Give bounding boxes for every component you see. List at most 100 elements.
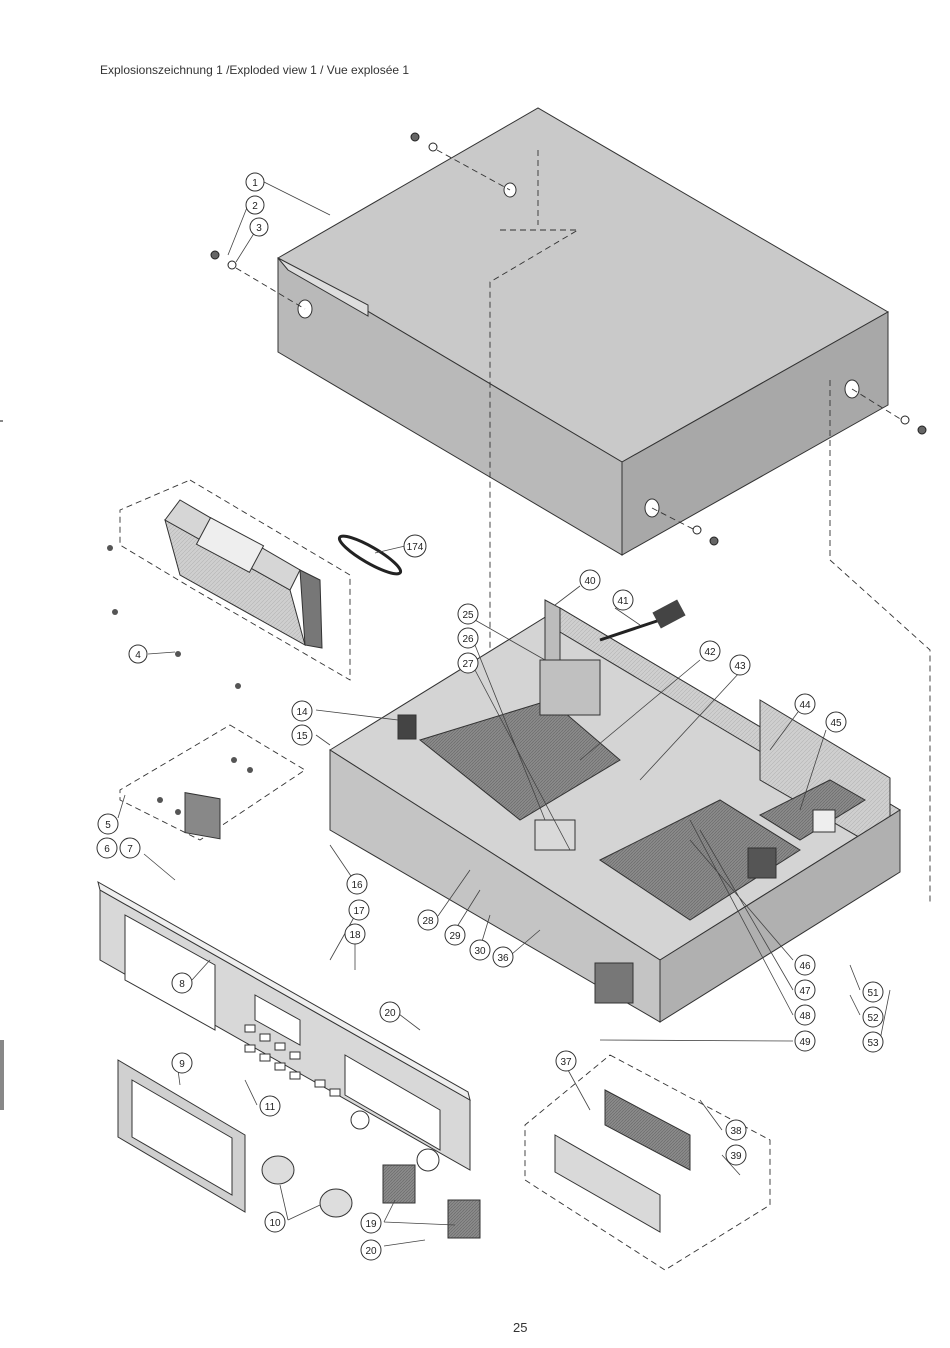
callout-15: 15	[292, 725, 312, 745]
screw-icon	[901, 416, 926, 434]
svg-text:48: 48	[799, 1011, 811, 1022]
callout-5: 5	[98, 814, 118, 834]
svg-text:15: 15	[296, 731, 308, 742]
callout-53: 53	[863, 1032, 883, 1052]
svg-text:5: 5	[105, 820, 111, 831]
svg-text:29: 29	[449, 931, 461, 942]
svg-text:174: 174	[407, 542, 424, 553]
svg-text:44: 44	[799, 700, 811, 711]
callout-29: 29	[445, 925, 465, 945]
svg-text:6: 6	[104, 844, 110, 855]
knobs	[262, 1156, 352, 1217]
svg-text:28: 28	[422, 916, 434, 927]
svg-text:47: 47	[799, 986, 811, 997]
callout-25: 25	[458, 604, 478, 624]
svg-text:20: 20	[384, 1008, 396, 1019]
callout-37: 37	[556, 1051, 576, 1071]
svg-text:38: 38	[730, 1126, 742, 1137]
callout-6: 6	[97, 838, 117, 858]
callout-8: 8	[172, 973, 192, 993]
callout-26: 26	[458, 628, 478, 648]
callout-46: 46	[795, 955, 815, 975]
svg-text:8: 8	[179, 979, 185, 990]
svg-text:43: 43	[734, 661, 746, 672]
svg-text:4: 4	[135, 650, 141, 661]
svg-text:16: 16	[351, 880, 363, 891]
top-cover	[278, 108, 888, 555]
callout-11: 11	[260, 1096, 280, 1116]
scan-edge-mark	[0, 1040, 4, 1110]
svg-text:7: 7	[127, 844, 133, 855]
svg-text:51: 51	[867, 988, 879, 999]
svg-text:41: 41	[617, 596, 629, 607]
callout-39: 39	[726, 1145, 746, 1165]
callout-19: 19	[361, 1213, 381, 1233]
callout-16: 16	[347, 874, 367, 894]
page-number: 25	[513, 1320, 527, 1335]
svg-text:49: 49	[799, 1037, 811, 1048]
svg-text:10: 10	[269, 1218, 281, 1229]
svg-text:11: 11	[265, 1102, 276, 1113]
callout-9: 9	[172, 1053, 192, 1073]
svg-text:45: 45	[830, 718, 842, 729]
callout-49: 49	[795, 1031, 815, 1051]
svg-text:30: 30	[474, 946, 486, 957]
callout-1: 1	[246, 173, 264, 191]
screw-icon	[693, 526, 718, 545]
svg-text:27: 27	[462, 659, 474, 670]
svg-text:1: 1	[252, 178, 258, 189]
svg-text:26: 26	[462, 634, 474, 645]
callout-41: 41	[613, 590, 633, 610]
screw-icon	[211, 251, 236, 269]
callout-18: 18	[345, 924, 365, 944]
callout-20-upper: 20	[380, 1002, 400, 1022]
callout-2: 2	[246, 196, 264, 214]
callout-17: 17	[349, 900, 369, 920]
callout-48: 48	[795, 1005, 815, 1025]
svg-text:42: 42	[704, 647, 716, 658]
callout-14: 14	[292, 701, 312, 721]
callout-20-lower: 20	[361, 1240, 381, 1260]
svg-text:20: 20	[365, 1246, 377, 1257]
cassette-door-frame	[118, 1060, 245, 1212]
callout-174: 174	[404, 535, 426, 557]
jack-board-assembly	[120, 725, 305, 840]
svg-text:39: 39	[730, 1151, 742, 1162]
callout-43: 43	[730, 655, 750, 675]
svg-text:36: 36	[497, 953, 509, 964]
svg-text:18: 18	[349, 930, 361, 941]
callout-47: 47	[795, 980, 815, 1000]
callout-45: 45	[826, 712, 846, 732]
callout-4: 4	[129, 645, 147, 663]
power-cord	[600, 599, 686, 640]
svg-text:3: 3	[256, 223, 262, 234]
cassette-mechanism	[120, 480, 350, 680]
svg-text:52: 52	[867, 1013, 879, 1024]
callout-51: 51	[863, 982, 883, 1002]
svg-text:40: 40	[584, 576, 596, 587]
callout-38: 38	[726, 1120, 746, 1140]
callout-44: 44	[795, 694, 815, 714]
callout-27: 27	[458, 653, 478, 673]
callout-10: 10	[265, 1212, 285, 1232]
svg-text:25: 25	[462, 610, 474, 621]
callout-7: 7	[120, 838, 140, 858]
svg-text:37: 37	[560, 1057, 572, 1068]
scan-edge-mark	[0, 420, 3, 422]
svg-text:2: 2	[252, 201, 258, 212]
svg-text:19: 19	[365, 1219, 377, 1230]
screw-icon	[411, 133, 437, 151]
callout-3: 3	[250, 218, 268, 236]
callout-30: 30	[470, 940, 490, 960]
callout-28: 28	[418, 910, 438, 930]
svg-text:14: 14	[296, 707, 308, 718]
main-chassis	[330, 600, 900, 1022]
knob-discs	[383, 1165, 480, 1238]
svg-text:9: 9	[179, 1059, 185, 1070]
callout-40: 40	[580, 570, 600, 590]
svg-text:46: 46	[799, 961, 811, 972]
callout-52: 52	[863, 1007, 883, 1027]
callout-36: 36	[493, 947, 513, 967]
svg-text:53: 53	[867, 1038, 879, 1049]
